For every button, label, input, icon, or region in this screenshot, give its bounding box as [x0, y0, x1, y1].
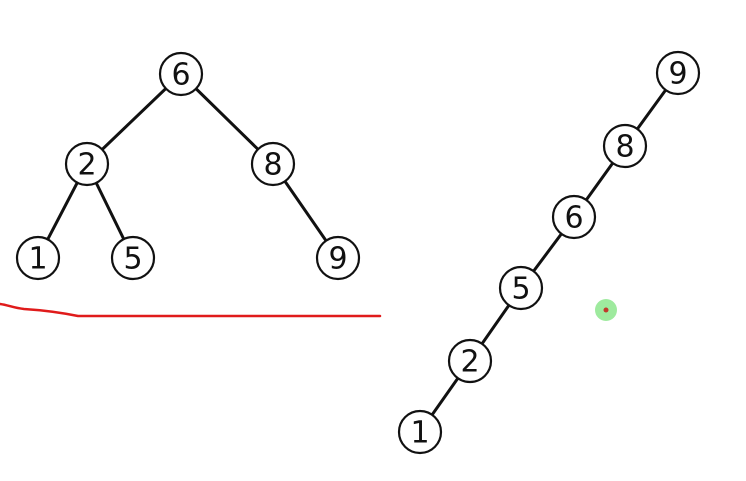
tree-node: 8	[602, 123, 648, 169]
node-label: 8	[615, 130, 634, 165]
node-circle	[158, 51, 204, 97]
node-label: 6	[564, 201, 583, 236]
node-circle	[250, 141, 296, 187]
tree-node: 6	[158, 51, 204, 97]
node-circle	[15, 235, 61, 281]
node-label: 1	[410, 416, 429, 451]
node-circle	[397, 409, 443, 455]
balanced-bst: 6 2 8 1 5 9	[15, 51, 361, 281]
node-circle	[447, 338, 493, 384]
node-label: 5	[123, 242, 142, 277]
node-circle	[315, 235, 361, 281]
node-circle	[110, 235, 156, 281]
node-label: 2	[77, 148, 96, 183]
node-circle	[498, 265, 544, 311]
node-label: 8	[263, 148, 282, 183]
node-label: 5	[511, 272, 530, 307]
tree-node: 2	[447, 338, 493, 384]
node-circle	[655, 50, 701, 96]
tree-node: 5	[498, 265, 544, 311]
cursor-dot-icon	[603, 307, 609, 313]
node-circle	[64, 141, 110, 187]
node-label: 9	[668, 57, 687, 92]
skewed-bst: 9 8 6 5 2 1	[397, 50, 701, 455]
tree-node: 6	[551, 194, 597, 240]
tree-node: 8	[250, 141, 296, 187]
tree-node: 9	[655, 50, 701, 96]
node-label: 1	[28, 242, 47, 277]
node-label: 2	[460, 345, 479, 380]
tree-node: 5	[110, 235, 156, 281]
node-circle	[602, 123, 648, 169]
node-label: 6	[171, 58, 190, 93]
tree-node: 2	[64, 141, 110, 187]
cursor-indicator	[595, 299, 617, 321]
tree-node: 1	[397, 409, 443, 455]
red-annotation-stroke	[0, 302, 382, 318]
tree-node: 9	[315, 235, 361, 281]
node-circle	[551, 194, 597, 240]
node-label: 9	[328, 242, 347, 277]
tree-node: 1	[15, 235, 61, 281]
